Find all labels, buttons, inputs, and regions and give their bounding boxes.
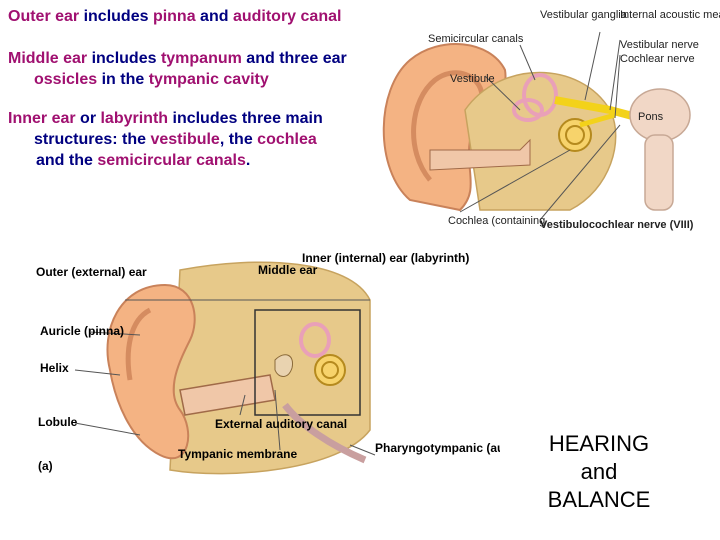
label-vestibular-ganglia: Vestibular ganglia: [540, 9, 628, 21]
ear-cross-section-diagram: Outer (external) ear Middle ear Inner (i…: [36, 251, 500, 475]
label-vestibulocochlear-nerve: Vestibulocochlear nerve (VIII): [540, 219, 694, 231]
term-ossicles: ossicles: [34, 71, 98, 88]
text-fragment: and: [195, 8, 233, 25]
term-inner-ear: Inner ear: [8, 110, 76, 127]
text-fragment: , the: [219, 131, 258, 148]
title-line-2: and: [580, 459, 618, 484]
text-fragment: in the: [97, 71, 149, 88]
label-figure-a: (a): [38, 459, 53, 473]
title-line-3: BALANCE: [547, 487, 651, 512]
label-lobule: Lobule: [38, 415, 78, 429]
label-internal-meatus: Internal acoustic meatus: [620, 9, 720, 21]
term-labyrinth: labyrinth: [100, 110, 169, 127]
label-middle-ear: Middle ear: [258, 263, 318, 277]
label-semicircular-canals: Semicircular canals: [428, 33, 524, 45]
label-vestibular-nerve: Vestibular nerve: [620, 39, 699, 51]
label-external-canal: External auditory canal: [215, 417, 347, 431]
text-fragment: includes: [79, 8, 153, 25]
label-vestibule: Vestibule: [450, 73, 495, 85]
inner-ear-description: Inner ear or labyrinth includes three ma…: [8, 108, 323, 171]
outer-ear-description: Outer ear includes pinna and auditory ca…: [8, 6, 341, 27]
term-pinna: pinna: [152, 8, 196, 25]
term-middle-ear: Middle ear: [8, 50, 88, 67]
term-cochlea: cochlea: [257, 131, 317, 148]
text-fragment: structures: the: [34, 131, 151, 148]
term-vestibule: vestibule: [150, 131, 220, 148]
label-pharyngotympanic-tube: Pharyngotympanic (auditory) tube: [375, 441, 500, 455]
text-fragment: includes three main: [168, 110, 323, 127]
label-helix: Helix: [40, 361, 69, 375]
term-auditory-canal: auditory canal: [232, 8, 342, 25]
term-tympanum: tympanum: [160, 50, 242, 67]
label-auricle: Auricle (pinna): [40, 324, 124, 338]
text-fragment: includes: [87, 50, 161, 67]
label-cochlear-nerve: Cochlear nerve: [620, 53, 695, 65]
label-cochlea: Cochlea (containing: [448, 215, 545, 227]
term-semicircular-canals: semicircular canals: [97, 152, 246, 169]
middle-ear-description: Middle ear includes tympanum and three e…: [8, 48, 347, 90]
title-line-1: HEARING: [548, 431, 650, 456]
text-fragment: and: [241, 50, 280, 67]
label-pons: Pons: [638, 111, 664, 123]
inner-ear-diagram: Vestibular ganglia Internal acoustic mea…: [382, 9, 720, 231]
text-fragment: and the: [36, 152, 98, 169]
label-tympanic-membrane: Tympanic membrane: [178, 447, 297, 461]
text-fragment: .: [245, 152, 251, 169]
text-fragment: three ear: [279, 50, 347, 67]
hearing-balance-title: HEARING and BALANCE: [538, 430, 660, 514]
label-outer-ear: Outer (external) ear: [36, 265, 147, 279]
term-tympanic-cavity: tympanic cavity: [148, 71, 269, 88]
label-inner-ear: Inner (internal) ear (labyrinth): [302, 251, 469, 265]
text-fragment: or: [75, 110, 101, 127]
term-outer-ear: Outer ear: [8, 8, 80, 25]
